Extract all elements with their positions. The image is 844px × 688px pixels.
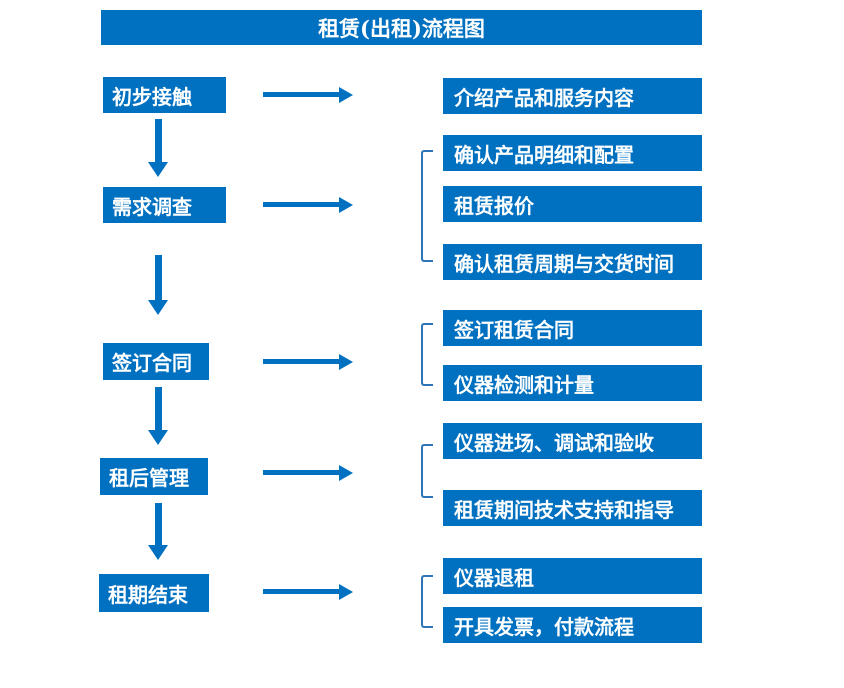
- right-arrow-shaft: [263, 470, 340, 475]
- right-arrow-shaft: [263, 359, 340, 364]
- output-box-technical-support: 租赁期间技术支持和指导: [443, 490, 702, 526]
- right-arrow-head: [339, 87, 353, 103]
- down-arrow-icon: [148, 503, 168, 560]
- output-box-instrument-inspection: 仪器检测和计量: [443, 365, 702, 401]
- step-box-sign-contract: 签订合同: [103, 343, 209, 380]
- output-box-instrument-setup-acceptance: 仪器进场、调试和验收: [443, 423, 702, 459]
- down-arrow-icon: [148, 255, 168, 315]
- group-bracket-sign-contract: [421, 323, 433, 386]
- down-arrow-shaft: [155, 503, 162, 545]
- output-box-invoice-payment: 开具发票，付款流程: [443, 607, 702, 643]
- group-bracket-demand-survey: [421, 150, 433, 262]
- right-arrow-icon: [263, 584, 353, 600]
- down-arrow-head: [148, 545, 168, 560]
- step-box-rental-end: 租期结束: [99, 574, 209, 612]
- right-arrow-shaft: [263, 589, 340, 594]
- right-arrow-head: [339, 197, 353, 213]
- output-box-rental-quotation: 租赁报价: [443, 186, 702, 222]
- down-arrow-shaft: [155, 119, 162, 162]
- right-arrow-head: [339, 584, 353, 600]
- right-arrow-shaft: [263, 92, 340, 97]
- down-arrow-head: [148, 300, 168, 315]
- flowchart-title: 租赁(出租)流程图: [101, 10, 702, 45]
- right-arrow-icon: [263, 87, 353, 103]
- output-box-confirm-product-details: 确认产品明细和配置: [443, 135, 702, 171]
- output-box-instrument-return: 仪器退租: [443, 558, 702, 594]
- right-arrow-icon: [263, 197, 353, 213]
- right-arrow-shaft: [263, 202, 340, 207]
- down-arrow-shaft: [155, 387, 162, 430]
- output-box-confirm-rental-period: 确认租赁周期与交货时间: [443, 244, 702, 280]
- step-box-initial-contact: 初步接触: [103, 77, 226, 113]
- group-bracket-rental-end: [421, 575, 433, 628]
- down-arrow-shaft: [155, 255, 162, 300]
- down-arrow-icon: [148, 387, 168, 445]
- down-arrow-icon: [148, 119, 168, 177]
- group-bracket-post-rental: [421, 444, 433, 498]
- output-box-introduce-products: 介绍产品和服务内容: [443, 78, 702, 114]
- right-arrow-head: [339, 465, 353, 481]
- down-arrow-head: [148, 162, 168, 177]
- right-arrow-head: [339, 354, 353, 370]
- output-box-sign-rental-contract: 签订租赁合同: [443, 310, 702, 346]
- right-arrow-icon: [263, 465, 353, 481]
- down-arrow-head: [148, 430, 168, 445]
- step-box-post-rental-management: 租后管理: [100, 458, 208, 495]
- step-box-demand-survey: 需求调查: [103, 187, 226, 223]
- right-arrow-icon: [263, 354, 353, 370]
